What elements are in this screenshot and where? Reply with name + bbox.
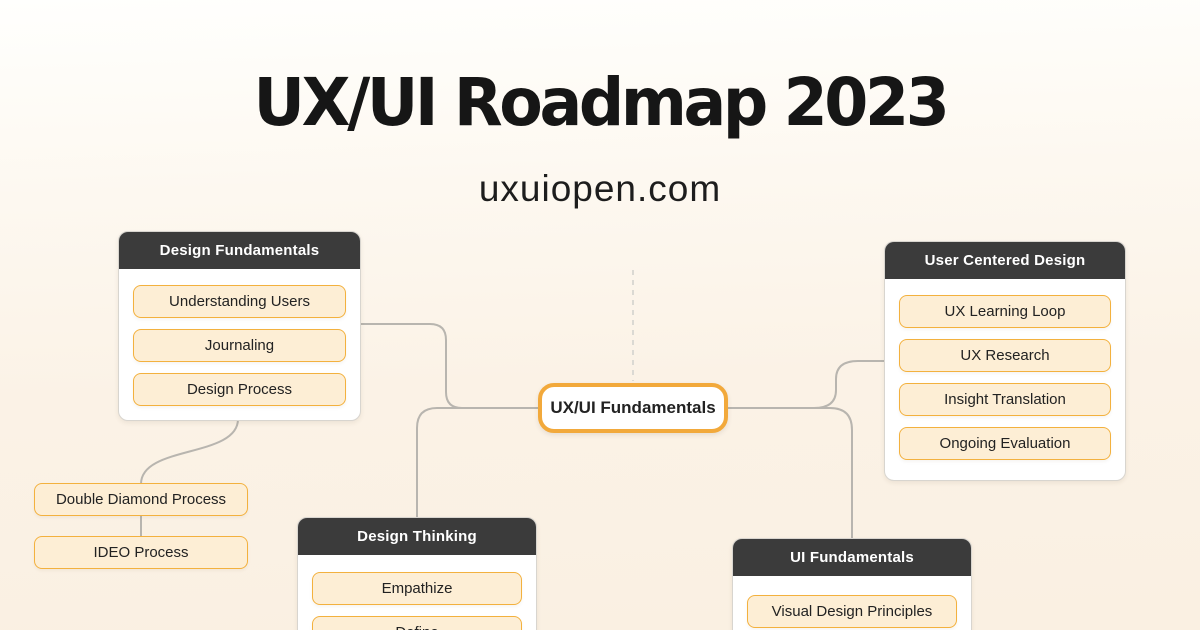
card-ui-fundamentals: UI Fundamentals Visual Design Principles	[732, 538, 972, 630]
connector-design-thinking	[416, 407, 538, 517]
topic-item[interactable]: Visual Design Principles	[747, 595, 957, 628]
connector-double-diamond	[140, 418, 239, 485]
card-body: Empathize Define	[298, 555, 536, 630]
card-title: UI Fundamentals	[733, 539, 971, 576]
connector-user-centered-design	[728, 360, 884, 409]
topic-item-ideo[interactable]: IDEO Process	[34, 536, 248, 569]
topic-item[interactable]: Ongoing Evaluation	[899, 427, 1111, 460]
card-title: Design Thinking	[298, 518, 536, 555]
connector-ui-fundamentals	[728, 407, 853, 538]
topic-item[interactable]: UX Research	[899, 339, 1111, 372]
topic-item[interactable]: Empathize	[312, 572, 522, 605]
topic-item[interactable]: Understanding Users	[133, 285, 346, 318]
card-design-thinking: Design Thinking Empathize Define	[297, 517, 537, 630]
topic-item-double-diamond[interactable]: Double Diamond Process	[34, 483, 248, 516]
center-node-uxui-fundamentals[interactable]: UX/UI Fundamentals	[538, 383, 728, 433]
topic-item[interactable]: Insight Translation	[899, 383, 1111, 416]
card-user-centered-design: User Centered Design UX Learning Loop UX…	[884, 241, 1126, 481]
connector-design-fundamentals	[361, 323, 538, 409]
topic-item[interactable]: Design Process	[133, 373, 346, 406]
card-title: User Centered Design	[885, 242, 1125, 279]
site-url: uxuiopen.com	[478, 168, 722, 209]
page-title: UX/UI Roadmap 2023	[253, 64, 949, 141]
card-body: UX Learning Loop UX Research Insight Tra…	[885, 279, 1125, 476]
card-design-fundamentals: Design Fundamentals Understanding Users …	[118, 231, 361, 421]
card-body: Visual Design Principles	[733, 576, 971, 630]
topic-item[interactable]: Journaling	[133, 329, 346, 362]
topic-item[interactable]: Define	[312, 616, 522, 630]
card-title: Design Fundamentals	[119, 232, 360, 269]
card-body: Understanding Users Journaling Design Pr…	[119, 269, 360, 422]
topic-item[interactable]: UX Learning Loop	[899, 295, 1111, 328]
